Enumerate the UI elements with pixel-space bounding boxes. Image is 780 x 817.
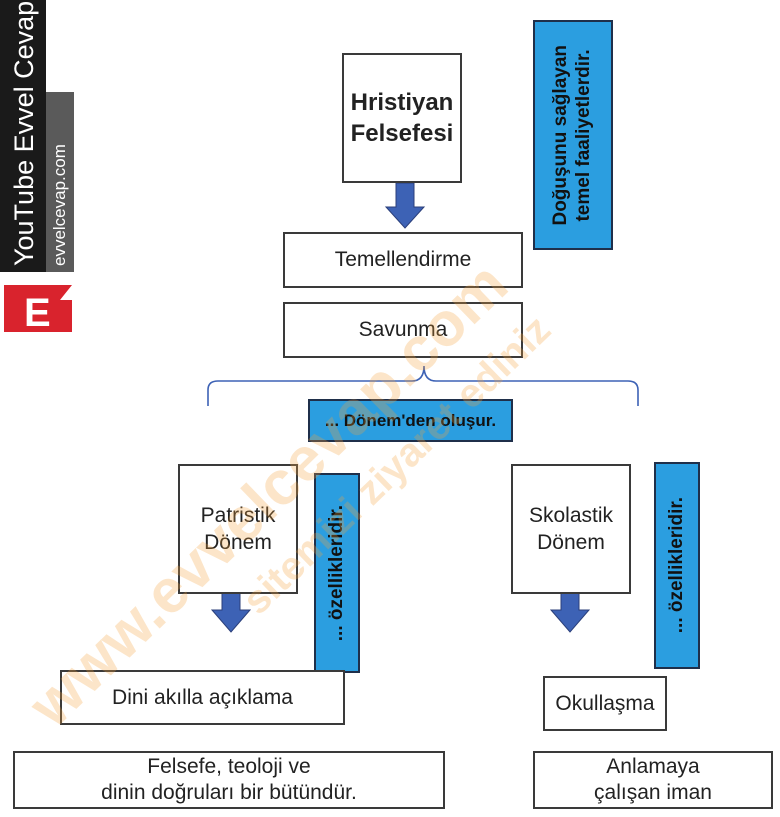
box-savunma: Savunma <box>283 302 523 358</box>
box-felsefe-teoloji: Felsefe, teoloji ve dinin doğruları bir … <box>13 751 445 809</box>
label-right-ozellikleridir: ... özellikleridir. <box>654 462 700 669</box>
label-donemden-olusur: ... Dönem'den oluşur. <box>308 399 513 442</box>
box-patristik-donem: Patristik Dönem <box>178 464 298 594</box>
arrow-down-icon <box>384 182 426 229</box>
brand-logo-letter: E <box>24 291 51 335</box>
box-dini-akilla-aciklama: Dini akılla açıklama <box>60 670 345 725</box>
label-left-ozellikleridir: ... özellikleridir. <box>314 473 360 673</box>
brand-banner: E <box>0 0 74 335</box>
curly-bracket <box>207 365 639 406</box>
box-skolastik-donem: Skolastik Dönem <box>511 464 631 594</box>
box-anlamaya-calisan-iman: Anlamaya çalışan iman <box>533 751 773 809</box>
root-box-hristiyan-felsefesi: Hristiyan Felsefesi <box>342 53 462 183</box>
box-okullasma: Okullaşma <box>543 676 667 731</box>
side-note-temel-faaliyetler: Doğuşunu sağlayan temel faaliyetlerdir. <box>533 20 613 250</box>
box-temellendirme: Temellendirme <box>283 232 523 288</box>
